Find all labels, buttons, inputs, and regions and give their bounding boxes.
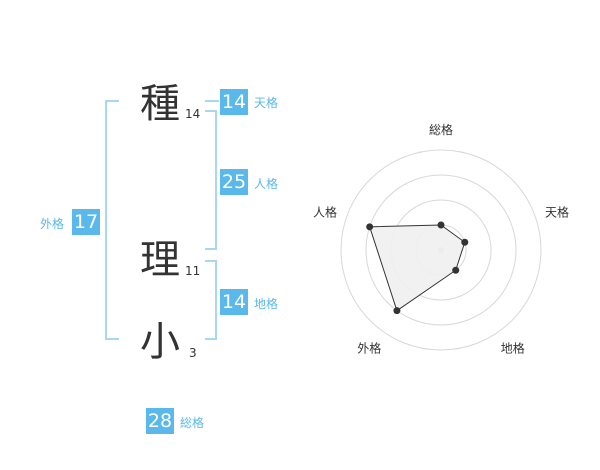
radar-axis-label-5: 人格 [313, 204, 337, 219]
stroke-count-2: 11 [185, 264, 201, 278]
radar-data-polygon [368, 224, 466, 312]
radar-point-4 [393, 307, 401, 315]
stroke-count-3: 3 [189, 346, 197, 360]
radar-axis-label-4: 外格 [357, 341, 381, 356]
chikaku-label: 地格 [254, 297, 279, 311]
radar-axis-label-2: 天格 [545, 204, 569, 219]
chikaku-value: 14 [220, 289, 248, 315]
radar-point-1 [437, 221, 445, 229]
stroke-count-1: 14 [185, 107, 201, 121]
tenkaku-connector [205, 100, 219, 102]
radar-axis-label-3: 地格 [501, 341, 525, 356]
gaikaku-value: 17 [72, 209, 100, 235]
radar-point-3 [452, 266, 460, 274]
radar-axis-label-1: 総格 [429, 122, 453, 137]
soukaku-value: 28 [146, 408, 174, 434]
name-char-2: 理 [140, 237, 180, 283]
jinkaku-bracket [205, 110, 217, 250]
name-char-3: 小 [140, 319, 180, 365]
radar-point-2 [461, 238, 469, 246]
tenkaku-value: 14 [220, 89, 248, 115]
name-char-1: 種 [140, 81, 180, 127]
radar-grid-ring [340, 149, 542, 351]
radar-points [366, 221, 469, 315]
jinkaku-label: 人格 [254, 177, 279, 191]
tenkaku-label: 天格 [254, 96, 279, 110]
gaikaku-label: 外格 [40, 217, 65, 231]
chikaku-bracket [205, 260, 217, 340]
jinkaku-value: 25 [220, 169, 248, 195]
radar-grid-ring [365, 174, 517, 326]
radar-point-5 [366, 223, 374, 231]
gaikaku-bracket [105, 100, 119, 340]
soukaku-label: 総格 [180, 416, 205, 430]
